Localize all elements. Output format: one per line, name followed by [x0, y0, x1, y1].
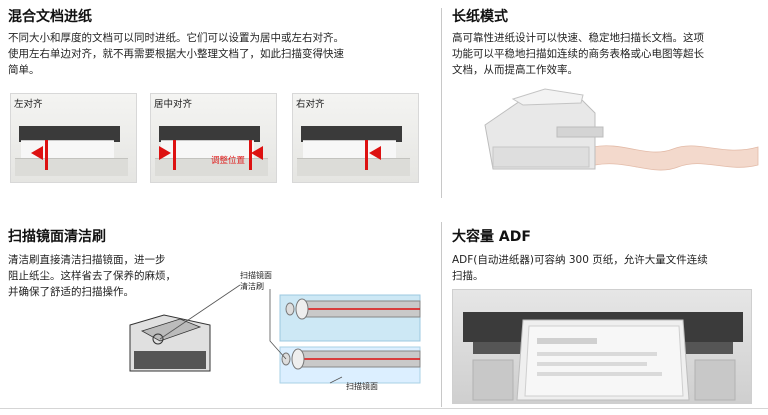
- vertical-divider-top: [441, 8, 442, 198]
- section-long-paper: 长纸模式 高可靠性进纸设计可以快速、稳定地扫描长文档。这项 功能可以平稳地扫描如…: [452, 6, 764, 78]
- paper-tray: [161, 140, 254, 160]
- long-paper-scanner-illustration: [484, 88, 759, 171]
- thumb-center-align: 居中对齐 调整位置: [150, 93, 277, 183]
- section-mixed-feeding: 混合文档进纸 不同大小和厚度的文档可以同时进纸。它们可以设置为居中或左右对齐。 …: [8, 6, 433, 78]
- scanner-base: [297, 158, 410, 176]
- guide-line-left: [173, 140, 176, 170]
- text-line: 阻止纸尘。这样省去了保养的麻烦，: [8, 270, 176, 282]
- section-cleaning-brush: 扫描镜面清洁刷 清洁刷直接清洁扫描镜面，进一步 阻止纸尘。这样省去了保养的麻烦，…: [8, 226, 238, 300]
- arrow-right-icon: [159, 146, 171, 160]
- arrow-left-icon: [31, 146, 43, 160]
- label-brush: 扫描镜面 清洁刷: [240, 270, 272, 292]
- label-glass: 扫描镜面: [346, 382, 378, 391]
- text-line: 简单。: [8, 64, 40, 76]
- brush-roller-upper: [285, 298, 421, 320]
- section-title: 大容量 ADF: [452, 229, 531, 245]
- section-title: 扫描镜面清洁刷: [8, 229, 106, 245]
- text-line: ADF(自动进纸器)可容纳 300 页纸，允许大量文件连续: [452, 254, 708, 266]
- adf-photo: [452, 289, 752, 404]
- adjust-position-label: 调整位置: [211, 156, 246, 166]
- arrow-left-icon: [251, 146, 263, 160]
- section-title: 混合文档进纸: [8, 9, 92, 25]
- thumb-right-align: 右对齐: [292, 93, 419, 183]
- label-brush-line: 扫描镜面: [240, 271, 272, 280]
- scanner-slot: [301, 126, 402, 142]
- guide-line: [365, 140, 368, 170]
- paper-tray: [303, 140, 396, 160]
- cleaning-brush-illustration: [129, 284, 421, 384]
- section-text: ADF(自动进纸器)可容纳 300 页纸，允许大量文件连续 扫描。: [452, 252, 764, 284]
- thumb-label: 居中对齐: [154, 99, 193, 110]
- scanner-output-tray: [556, 126, 604, 138]
- text-line: 扫描。: [452, 270, 484, 282]
- paper-tray: [21, 140, 114, 160]
- scanner-lower-panel: [492, 146, 590, 168]
- text-line: 使用左右单边对齐，就不再需要根据大小整理文档了，如此扫描变得快速: [8, 48, 344, 60]
- text-line: 文档，从而提高工作效率。: [452, 64, 578, 76]
- section-text: 高可靠性进纸设计可以快速、稳定地扫描长文档。这项 功能可以平稳地扫描如连续的商务…: [452, 30, 764, 78]
- scanner-slot: [159, 126, 260, 142]
- adf-tray-illustration: [463, 312, 743, 401]
- section-text: 不同大小和厚度的文档可以同时进纸。它们可以设置为居中或左右对齐。 使用左右单边对…: [8, 30, 433, 78]
- scanner-base: [15, 158, 128, 176]
- guide-line: [45, 140, 48, 170]
- text-line: 不同大小和厚度的文档可以同时进纸。它们可以设置为居中或左右对齐。: [8, 32, 344, 44]
- section-text: 清洁刷直接清洁扫描镜面，进一步 阻止纸尘。这样省去了保养的麻烦， 并确保了舒适的…: [8, 252, 238, 300]
- label-brush-line: 清洁刷: [240, 282, 264, 291]
- scanner-top-feeder: [511, 88, 584, 106]
- mini-scanner-drawing: [129, 314, 211, 372]
- text-line: 高可靠性进纸设计可以快速、稳定地扫描长文档。这项: [452, 32, 704, 44]
- text-line: 功能可以平稳地扫描如连续的商务表格或心电图等超长: [452, 48, 704, 60]
- thumb-label: 右对齐: [296, 99, 325, 110]
- vertical-divider-bottom: [441, 222, 442, 407]
- bottom-divider: [0, 408, 768, 409]
- scanner-base: [155, 158, 268, 176]
- brush-roller-lower: [281, 348, 421, 370]
- scanner-slot: [19, 126, 120, 142]
- section-adf: 大容量 ADF ADF(自动进纸器)可容纳 300 页纸，允许大量文件连续 扫描…: [452, 226, 764, 284]
- long-paper-strip: [592, 145, 759, 171]
- thumb-left-align: 左对齐: [10, 93, 137, 183]
- guide-line-right: [249, 140, 252, 170]
- section-title: 长纸模式: [452, 9, 508, 25]
- arrow-left-icon: [369, 146, 381, 160]
- thumb-label: 左对齐: [14, 99, 43, 110]
- text-line: 并确保了舒适的扫描操作。: [8, 286, 134, 298]
- text-line: 清洁刷直接清洁扫描镜面，进一步: [8, 254, 166, 266]
